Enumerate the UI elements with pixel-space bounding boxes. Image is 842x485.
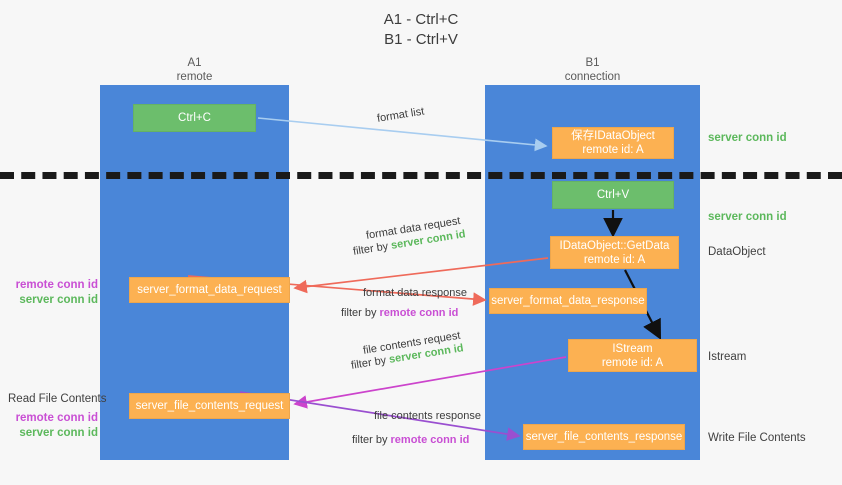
note-server-conn-id-2: server conn id	[19, 427, 98, 439]
box-ctrl-v[interactable]: Ctrl+V	[552, 181, 674, 209]
filter-prefix: filter by	[341, 307, 380, 319]
box-istream-line2: remote id: A	[601, 356, 664, 369]
box-format-data-response-label: server_format_data_response	[491, 295, 645, 307]
title-line-1: A1 - Ctrl+C	[383, 11, 459, 28]
box-getdata-line1: IDataObject::GetData	[559, 239, 670, 252]
note-istream: Istream	[708, 351, 747, 363]
caption-file-contents-response-text: file contents response	[374, 410, 482, 422]
note-server-conn-id-top: server conn id	[708, 132, 787, 144]
box-server-format-data-request[interactable]: server_format_data_request	[129, 277, 290, 303]
box-getdata-line2: remote id: A	[583, 253, 646, 266]
lane-a1-role: remote	[176, 71, 213, 83]
box-server-format-data-response[interactable]: server_format_data_response	[489, 288, 647, 314]
box-format-data-request-label: server_format_data_request	[137, 284, 282, 296]
box-ctrl-c-label: Ctrl+C	[178, 112, 211, 124]
lane-a1-name: A1	[187, 57, 202, 69]
note-conn-ids-lower: remote conn id server conn id	[8, 411, 98, 441]
filter-value-remote-conn-id: remote conn id	[379, 307, 459, 319]
filter-prefix: filter by	[350, 353, 391, 372]
filter-prefix: filter by	[352, 239, 393, 258]
note-dataobject: DataObject	[708, 246, 766, 258]
box-file-contents-response-label: server_file_contents_response	[525, 431, 683, 443]
note-remote-conn-id-2: remote conn id	[15, 412, 98, 424]
lane-b1-role: connection	[564, 71, 621, 83]
box-istream[interactable]: IStream remote id: A	[568, 339, 697, 372]
caption-format-list-text: format list	[376, 105, 426, 125]
lane-header-a1: A1 remote	[100, 56, 289, 84]
note-write-file-contents: Write File Contents	[708, 432, 806, 444]
box-idataobject-line1: 保存IDataObject	[571, 130, 655, 142]
note-remote-conn-id-1: remote conn id	[15, 279, 98, 291]
box-server-file-contents-response[interactable]: server_file_contents_response	[523, 424, 685, 450]
box-idataobject[interactable]: 保存IDataObject remote id: A	[552, 127, 674, 159]
lane-header-b1: B1 connection	[485, 56, 700, 84]
note-server-conn-id-1: server conn id	[19, 294, 98, 306]
page-title: A1 - Ctrl+C B1 - Ctrl+V	[0, 10, 842, 50]
box-idataobject-getdata[interactable]: IDataObject::GetData remote id: A	[550, 236, 679, 269]
note-read-file-contents: Read File Contents	[8, 393, 107, 405]
caption-file-contents-response: file contents response	[374, 409, 481, 423]
box-server-file-contents-request[interactable]: server_file_contents_request	[129, 393, 290, 419]
phase-divider	[0, 172, 842, 179]
box-ctrl-v-label: Ctrl+V	[596, 189, 630, 201]
note-server-conn-id-mid: server conn id	[708, 211, 787, 223]
box-ctrl-c[interactable]: Ctrl+C	[133, 104, 256, 132]
filter-value-remote-conn-id: remote conn id	[390, 434, 470, 446]
note-conn-ids-upper: remote conn id server conn id	[8, 278, 98, 308]
box-file-contents-request-label: server_file_contents_request	[135, 400, 284, 412]
caption-format-list: format list	[376, 105, 425, 126]
caption-format-data-response-text: format data response	[363, 287, 467, 299]
box-istream-line1: IStream	[612, 342, 653, 355]
caption-format-data-response-filter: filter by remote conn id	[341, 306, 458, 320]
box-idataobject-line2: remote id: A	[582, 144, 644, 156]
lane-b1-name: B1	[585, 57, 600, 69]
caption-file-contents-response-filter: filter by remote conn id	[352, 433, 469, 447]
filter-prefix: filter by	[352, 434, 391, 446]
caption-format-data-response: format data response	[363, 286, 467, 300]
title-line-2: B1 - Ctrl+V	[384, 31, 458, 48]
